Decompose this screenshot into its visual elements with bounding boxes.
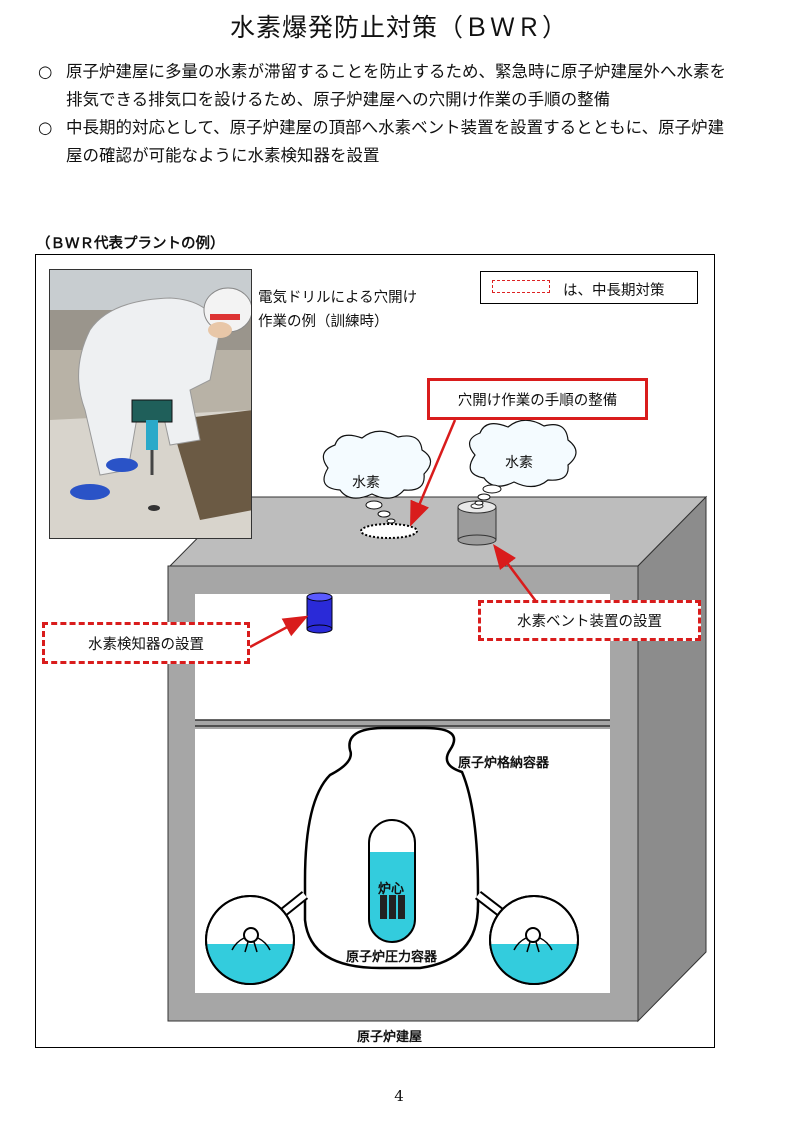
building-side — [637, 495, 707, 1023]
figure-caption: （ＢＷＲ代表プラントの例） — [36, 236, 225, 252]
drilling-photo-illustration — [50, 270, 251, 538]
arrow-to-hole — [410, 419, 457, 527]
photo-caption-line: 作業の例（訓練時） — [258, 314, 389, 330]
fuel-rod — [389, 895, 396, 919]
bullet-item: ○ 中長期的対応として、原子炉建屋の頂部へ水素ベント装置を設置するとともに、原子… — [38, 114, 738, 170]
bullet-list: ○ 原子炉建屋に多量の水素が滞留することを防止するため、緊急時に原子炉建屋外へ水… — [38, 58, 738, 170]
arrow-to-vent — [493, 544, 539, 605]
roof-hole — [360, 523, 418, 539]
photo-caption-line: 電気ドリルによる穴開け — [258, 290, 418, 306]
pressure-vessel-label: 原子炉圧力容器 — [346, 950, 438, 965]
page-number: 4 — [394, 1087, 404, 1105]
bullet-mark: ○ — [38, 118, 53, 137]
callout-vent-device: 水素ベント装置の設置 — [478, 600, 701, 641]
hydrogen-detector — [306, 596, 333, 630]
figure-frame — [35, 254, 715, 1048]
callout-hydrogen-detector: 水素検知器の設置 — [42, 622, 250, 664]
bullet-text: 原子炉建屋に多量の水素が滞留することを防止するため、緊急時に原子炉建屋外へ水素を… — [66, 62, 726, 109]
cloud-label-left: 水素 — [352, 475, 380, 491]
containment-label: 原子炉格納容器 — [458, 756, 550, 771]
photo-caption: 電気ドリルによる穴開け 作業の例（訓練時） — [258, 286, 417, 334]
legend-text: は、中長期対策 — [563, 283, 665, 299]
page-title: 水素爆発防止対策（ＢＷＲ） — [229, 13, 568, 42]
fuel-rod — [380, 895, 387, 919]
bullet-mark: ○ — [38, 62, 53, 81]
legend: は、中長期対策 — [480, 271, 698, 304]
building-label: 原子炉建屋 — [357, 1030, 423, 1045]
cloud-label-right: 水素 — [505, 455, 533, 471]
hydrogen-cloud-left — [322, 430, 432, 499]
legend-dashed-swatch — [492, 280, 550, 293]
arrow-to-detector — [249, 615, 309, 649]
callout-drilling-procedure: 穴開け作業の手順の整備 — [427, 378, 648, 420]
core-label: 炉心 — [378, 882, 405, 897]
drilling-photo — [49, 269, 252, 539]
fuel-rod — [398, 895, 405, 919]
bullet-item: ○ 原子炉建屋に多量の水素が滞留することを防止するため、緊急時に原子炉建屋外へ水… — [38, 58, 738, 114]
bullet-text: 中長期的対応として、原子炉建屋の頂部へ水素ベント装置を設置するとともに、原子炉建… — [66, 118, 725, 165]
